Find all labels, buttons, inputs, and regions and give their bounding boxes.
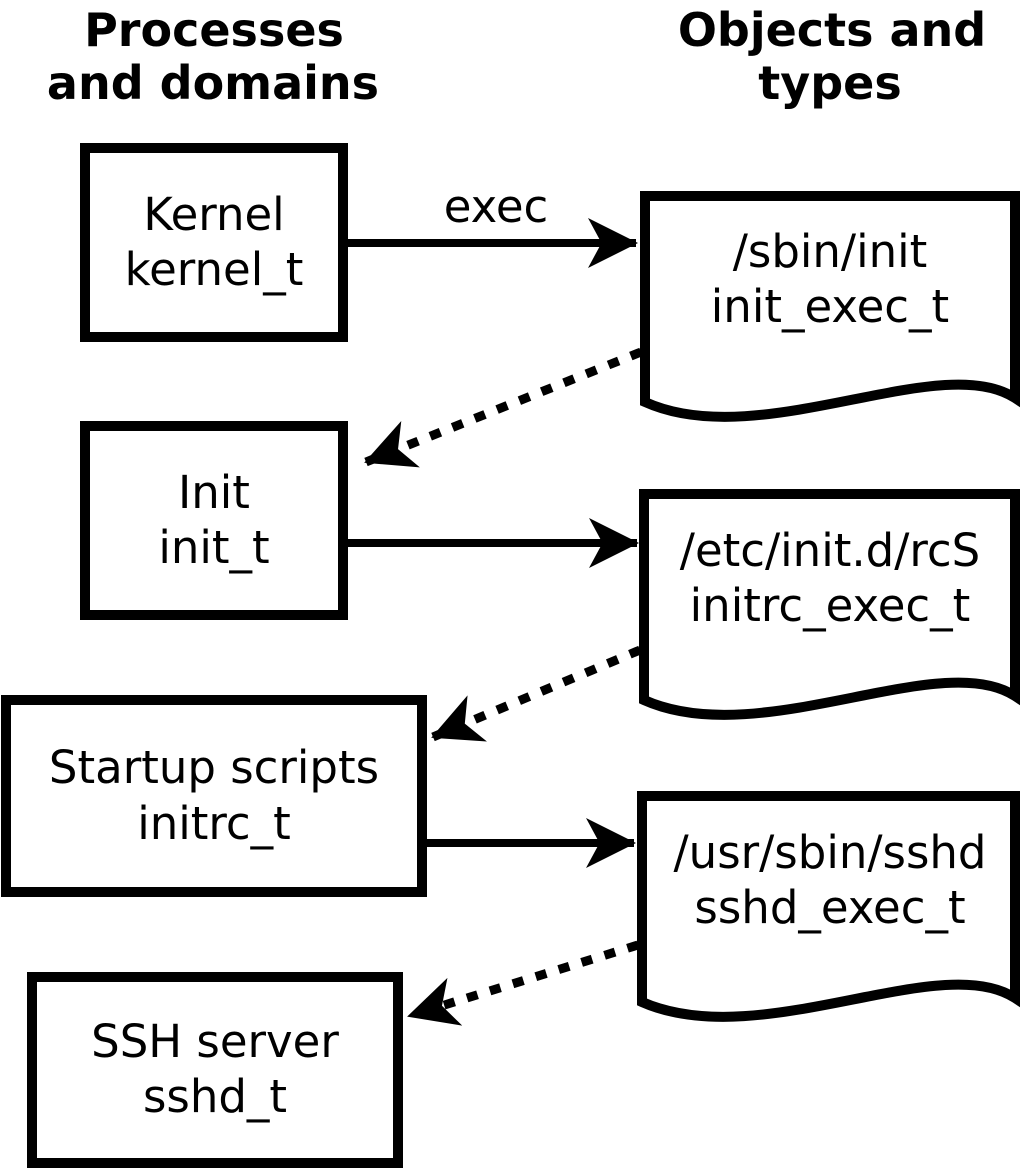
- process-node-ssh-server-label: SSH server: [91, 1015, 339, 1068]
- object-node-sbin-init-type: init_exec_t: [711, 280, 949, 333]
- right-column-title-line2: types: [758, 56, 901, 110]
- process-node-init-domain: init_t: [158, 521, 269, 574]
- process-node-startup-scripts: [1, 695, 427, 897]
- process-node-kernel: [80, 143, 348, 342]
- object-node-usr-sbin-sshd: [637, 791, 1020, 1022]
- object-node-etc-initd-rcs: [639, 489, 1020, 720]
- right-column-title-line1: Objects and: [678, 3, 986, 57]
- edge-sbin-init-to-init: [364, 347, 643, 468]
- object-node-sbin-init: [640, 191, 1020, 422]
- process-node-init: [80, 421, 348, 620]
- left-column-title-line2: and domains: [47, 56, 379, 110]
- object-node-usr-sbin-sshd-path: /usr/sbin/sshd: [674, 826, 987, 879]
- edge-usr-sbin-sshd-to-ssh-server: [407, 940, 640, 1026]
- object-node-etc-initd-rcs-path: /etc/init.d/rcS: [680, 524, 980, 577]
- process-node-startup-scripts-label: Startup scripts: [49, 741, 379, 794]
- process-node-kernel-label: Kernel: [143, 188, 284, 241]
- process-node-kernel-domain: kernel_t: [125, 243, 304, 296]
- object-node-usr-sbin-sshd-type: sshd_exec_t: [694, 881, 965, 934]
- left-column-title-line1: Processes: [84, 3, 344, 57]
- process-node-startup-scripts-domain: initrc_t: [137, 797, 291, 850]
- edge-etc-initd-rcs-to-startup-scripts: [431, 645, 642, 742]
- edge-exec-label: exec: [444, 180, 549, 233]
- object-node-etc-initd-rcs-type: initrc_exec_t: [690, 579, 971, 632]
- process-node-init-label: Init: [178, 466, 250, 519]
- process-node-ssh-server-domain: sshd_t: [143, 1070, 287, 1123]
- object-node-sbin-init-path: /sbin/init: [733, 225, 928, 278]
- process-node-ssh-server: [27, 972, 403, 1168]
